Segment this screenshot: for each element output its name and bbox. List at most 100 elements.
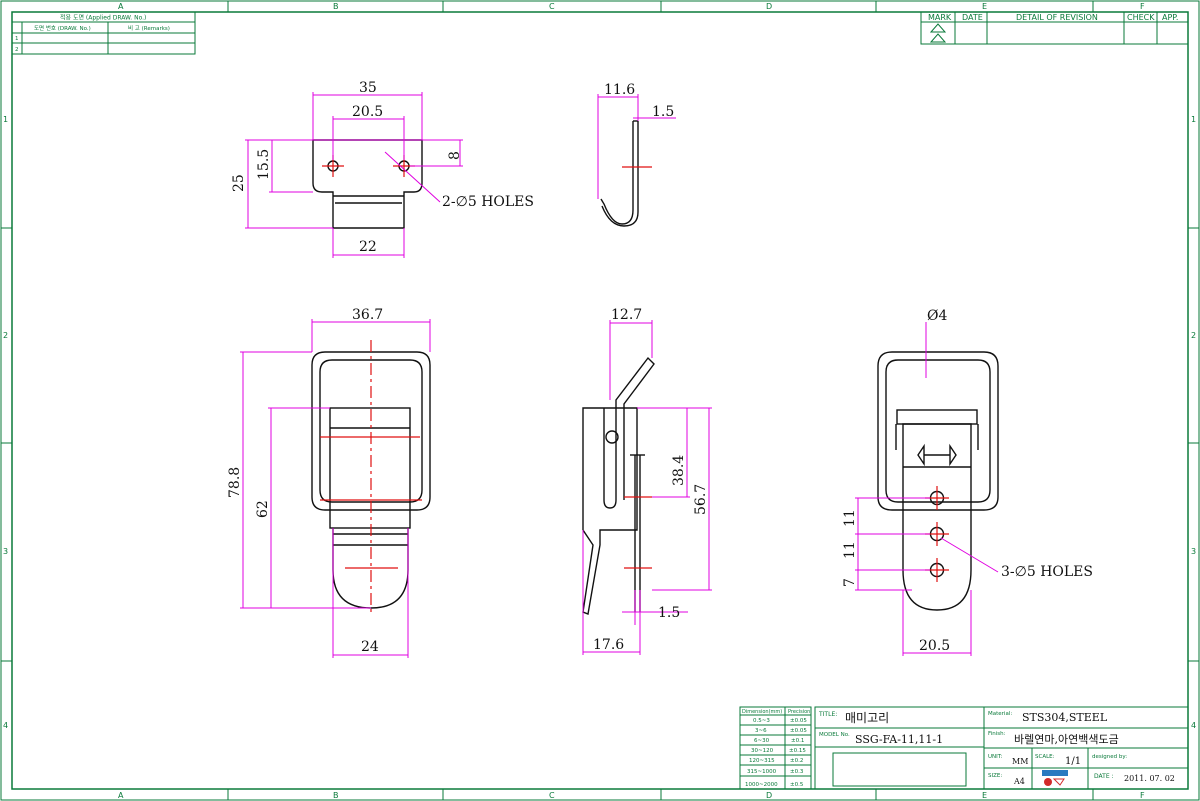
row-3-right: 3 — [1191, 547, 1196, 556]
tolerance-precision: ±0.15 — [789, 748, 806, 754]
dim-rear-bottom: 20.5 — [919, 638, 950, 654]
finish-label: Finish: — [988, 731, 1006, 737]
tolerance-precision: ±0.05 — [790, 718, 807, 724]
dim-side-bottom-width: 17.6 — [593, 637, 624, 653]
col-e-top: E — [982, 2, 987, 11]
dim-bracket-height: 25 — [231, 174, 247, 192]
latch-side-view — [582, 356, 655, 615]
size-value: A4 — [1013, 777, 1025, 786]
row-4-right: 4 — [1191, 721, 1196, 730]
column-zones: A B C D E F A B C D E F — [118, 1, 1145, 800]
col-e-bottom: E — [982, 791, 987, 800]
dim-rear-spacing-1: 11 — [842, 509, 858, 527]
row-zones: 1 2 3 4 1 2 3 4 — [1, 115, 1199, 730]
applied-table-col1: 도면 번호 (DRAW. No.) — [34, 24, 91, 32]
row-2-right: 2 — [1191, 331, 1196, 340]
col-c-bottom: C — [549, 791, 555, 800]
latch-front-dimensions — [240, 319, 431, 658]
revision-table: MARK DATE DETAIL OF REVISION CHECK APP. — [920, 11, 1189, 45]
date-value: 2011. 07. 02 — [1124, 774, 1175, 783]
tolerance-range: 6~30 — [754, 738, 770, 744]
dim-rear-pin: Ø4 — [927, 308, 947, 324]
title-label: TITLE: — [818, 711, 837, 718]
dim-bracket-bottom: 22 — [359, 239, 377, 255]
col-c-top: C — [549, 2, 555, 11]
applied-table-title: 적용 도면 (Applied DRAW. No.) — [60, 14, 146, 22]
latch-side-dimensions — [582, 320, 712, 655]
dim-latch-bottom: 24 — [361, 639, 379, 655]
revision-triangle-icon — [929, 23, 947, 43]
bracket-side-view — [600, 120, 652, 227]
col-f-top: F — [1140, 2, 1145, 11]
dim-bracket-hole-pitch: 20.5 — [352, 104, 383, 120]
designed-label: designed by: — [1092, 754, 1127, 760]
row-4-left: 4 — [3, 721, 8, 730]
scale-label: SCALE: — [1035, 754, 1055, 760]
title-block: TITLE: 매미고리 MODEL No. SSG-FA-11,11-1 Mat… — [814, 706, 1189, 790]
model-number: SSG-FA-11,11-1 — [855, 733, 943, 746]
dim-side-thickness: 1.5 — [652, 104, 674, 120]
tolerance-precision: ±0.2 — [790, 758, 803, 764]
company-logo-icon — [1042, 770, 1068, 786]
tolerance-precision: ±0.5 — [790, 782, 804, 788]
applied-table-row1: 1 — [15, 36, 19, 42]
dim-side-h1: 38.4 — [671, 455, 687, 486]
tolerance-precision: ±0.1 — [791, 738, 804, 744]
dim-side-latch-thickness: 1.5 — [658, 605, 680, 621]
col-b-bottom: B — [333, 791, 339, 800]
bracket-front-dimensions — [245, 92, 463, 258]
dim-latch-width: 36.7 — [352, 307, 383, 323]
dim-bracket-hole-height: 15.5 — [256, 149, 272, 180]
date-label: DATE : — [1094, 773, 1114, 780]
revision-mark-header: MARK — [928, 13, 952, 22]
finish-value: 바렐연마,아연백색도금 — [1014, 733, 1119, 746]
dim-latch-total-height: 78.8 — [227, 467, 243, 498]
col-a-bottom: A — [118, 791, 124, 800]
dim-rear-spacing-2: 11 — [842, 541, 858, 559]
scale-value: 1/1 — [1065, 756, 1081, 767]
dim-latch-plate-height: 62 — [255, 500, 271, 518]
tolerance-header-precision: Precision — [788, 709, 810, 715]
applied-table-col2: 비 고 (Remarks) — [128, 24, 170, 32]
row-3-left: 3 — [3, 547, 8, 556]
row-1-right: 1 — [1191, 115, 1196, 124]
row-1-left: 1 — [3, 115, 8, 124]
material-label: Material: — [988, 711, 1012, 717]
tolerance-precision: ±0.3 — [790, 769, 804, 775]
bracket-front-view — [312, 139, 423, 229]
unit-value: MM — [1012, 757, 1028, 766]
col-d-top: D — [766, 2, 772, 11]
dim-bracket-tab: 8 — [447, 151, 463, 160]
dim-side-h2: 56.7 — [693, 484, 709, 515]
row-2-left: 2 — [3, 331, 8, 340]
tolerance-range: 0.5~3 — [753, 718, 770, 724]
applied-table-row2: 2 — [15, 47, 19, 53]
tolerance-range: 3~6 — [755, 728, 767, 734]
latch-rear-view — [877, 351, 999, 611]
bracket-side-dimensions — [597, 94, 676, 199]
col-d-bottom: D — [766, 791, 772, 800]
applied-table: 적용 도면 (Applied DRAW. No.) 도면 번호 (DRAW. N… — [11, 11, 196, 55]
tolerance-range: 1000~2000 — [745, 782, 778, 788]
dim-side-width: 11.6 — [604, 82, 635, 98]
tolerance-range: 315~1000 — [747, 769, 777, 775]
model-label: MODEL No. — [819, 732, 850, 738]
tolerance-range: 30~120 — [751, 748, 774, 754]
revision-app-header: APP. — [1162, 13, 1178, 22]
dim-bracket-width: 35 — [359, 80, 377, 96]
drawing-title: 매미고리 — [845, 711, 889, 725]
tolerance-table: Dimension(mm) Precision 0.5~3 ±0.05 3~6 … — [739, 706, 812, 790]
latch-rear-dimensions — [855, 322, 999, 656]
tolerance-range: 120~315 — [749, 758, 775, 764]
revision-date-header: DATE — [962, 13, 983, 22]
col-f-bottom: F — [1140, 791, 1145, 800]
unit-label: UNIT: — [988, 754, 1003, 760]
col-b-top: B — [333, 2, 339, 11]
dim-rear-spacing-3: 7 — [842, 578, 858, 587]
inner-border — [11, 11, 1189, 790]
revision-check-header: CHECK — [1127, 13, 1155, 22]
size-label: SIZE: — [988, 773, 1002, 779]
note-rear-holes: 3-∅5 HOLES — [1001, 564, 1093, 580]
